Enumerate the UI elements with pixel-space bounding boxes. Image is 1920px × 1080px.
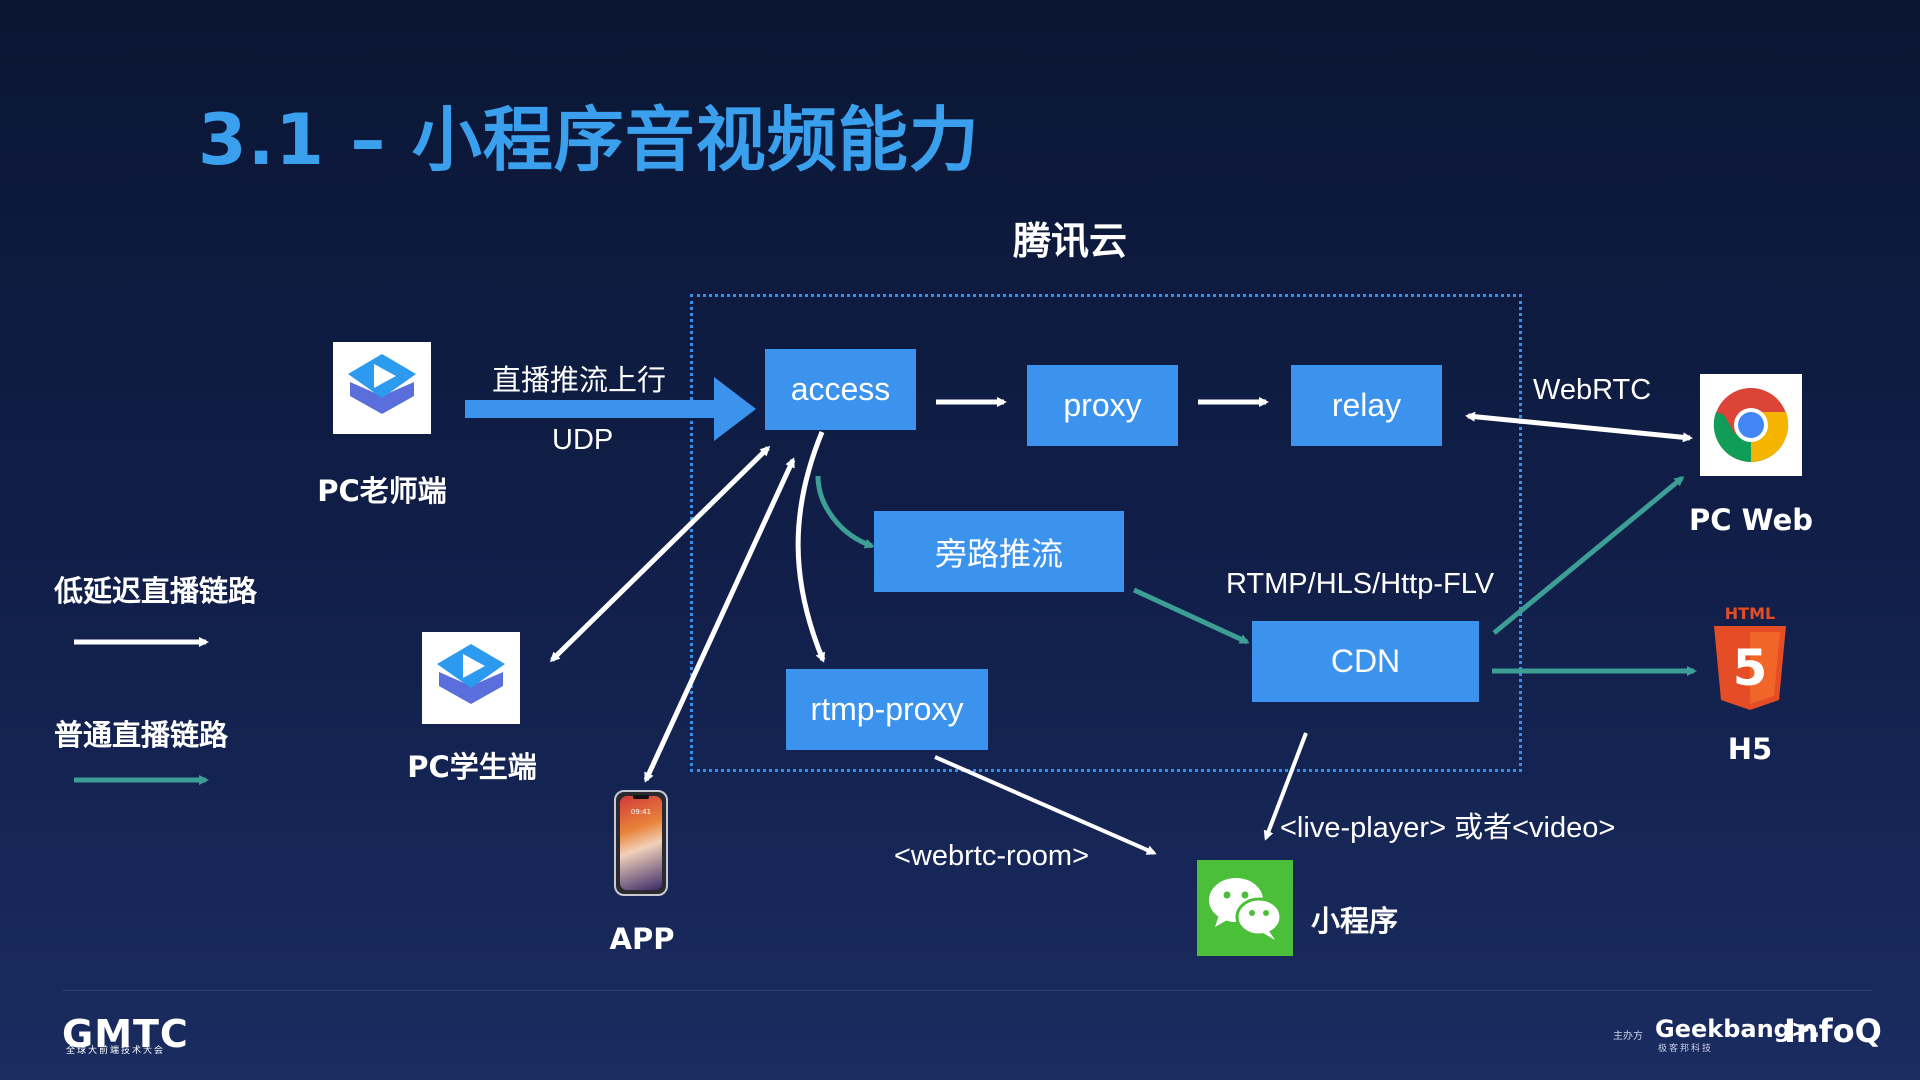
arrow-rtmp-miniprogram [934,755,1157,855]
webrtc-label: WebRTC [1533,374,1652,406]
sponsor-label: 主办方 [1613,1031,1643,1042]
pc-teacher-label: PC老师端 [317,474,447,508]
live-player-label: <live-player> 或者<video> [1280,812,1616,844]
footer-divider [62,990,1872,991]
push-upstream-label: 直播推流上行 [492,365,667,397]
geekbang-subtitle: 极客邦科技 [1658,1044,1714,1054]
arrow-access-bypass [815,475,875,549]
legend-low-latency-label: 低延迟直播链路 [54,574,258,608]
arrow-bypass-cdn [1132,587,1250,645]
tencent-classroom-teacher-icon [333,342,431,434]
udp-label: UDP [552,424,614,456]
gmtc-subtitle: 全球大前端技术大会 [66,1046,166,1056]
chrome-icon [1700,374,1802,476]
rtmp-proxy-node: rtmp-proxy [786,669,988,750]
h5-label: H5 [1727,732,1773,766]
pc-student-label: PC学生端 [407,750,537,784]
html5-word: HTML [1724,604,1776,623]
bypass-push-node: 旁路推流 [874,511,1124,592]
arrow-access-student [549,445,771,663]
arrow-cdn-pcweb [1492,476,1685,635]
arrow-access-rtmp [795,431,826,663]
legend-normal-label: 普通直播链路 [54,718,229,752]
miniprogram-label: 小程序 [1311,904,1399,938]
arrow-cdn-miniprogram [1263,732,1308,841]
phone-time: 09:41 [630,808,652,816]
access-node: access [765,349,916,430]
proxy-node: proxy [1027,365,1178,446]
pc-web-label: PC Web [1688,503,1813,537]
html5-icon: HTML 5 [1714,604,1786,714]
html5-digit: 5 [1732,639,1768,697]
cdn-node: CDN [1252,621,1479,702]
wechat-icon [1197,860,1293,956]
geekbang-logo: Geekbang>. [1655,1015,1821,1043]
infoq-logo: InfoQ [1784,1012,1882,1050]
relay-node: relay [1291,365,1442,446]
phone-icon: 09:41 [614,790,668,896]
cloud-title: 腾讯云 [1012,219,1127,263]
arrow-relay-pcweb [1465,411,1693,443]
page-title: 3.1 – 小程序音视频能力 [198,99,980,181]
push-upstream-arrow [465,377,756,441]
webrtc-room-label: <webrtc-room> [894,840,1090,872]
arrow-access-app [643,457,796,783]
rtmp-hls-label: RTMP/HLS/Http-FLV [1226,568,1495,600]
tencent-classroom-student-icon [422,632,520,724]
gmtc-logo: GMTC [62,1012,189,1056]
app-label: APP [609,922,675,956]
